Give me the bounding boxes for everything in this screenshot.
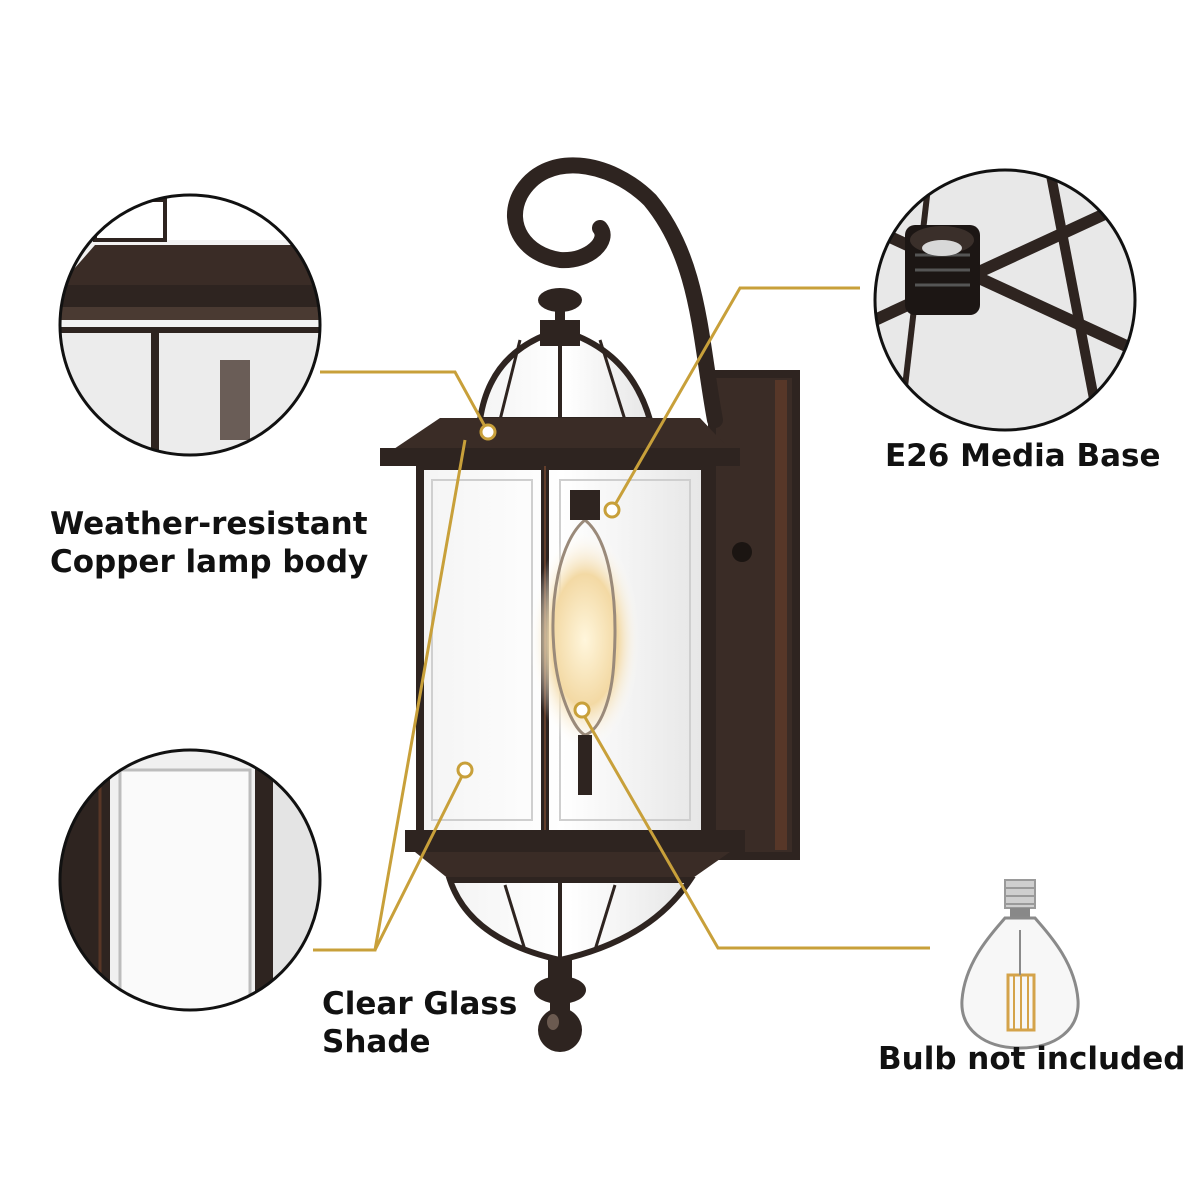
label-glass-shade-line1: Clear Glass	[322, 986, 518, 1022]
lantern-bottom	[405, 830, 745, 1052]
label-glass-shade: Clear Glass Shade	[322, 985, 517, 1061]
label-media-base-line1: E26 Media Base	[885, 438, 1161, 474]
callout-line-glass	[313, 769, 467, 952]
label-lamp-body-line1: Weather-resistant	[50, 506, 368, 542]
lantern-glass-body	[416, 462, 709, 840]
label-bulb-not-included: Bulb not included	[878, 1040, 1185, 1078]
glass-detail-icon	[58, 748, 322, 1012]
edison-bulb-icon	[960, 879, 1080, 1050]
label-glass-shade-line2: Shade	[322, 1024, 431, 1060]
label-lamp-body: Weather-resistant Copper lamp body	[50, 505, 368, 581]
callout-dots	[456, 423, 621, 779]
label-lamp-body-line2: Copper lamp body	[50, 544, 369, 580]
label-bulb-not-included-line1: Bulb not included	[878, 1041, 1186, 1077]
lamp-body-detail-icon	[58, 193, 322, 457]
label-media-base: E26 Media Base	[885, 437, 1161, 475]
socket-detail-icon	[873, 168, 1137, 432]
